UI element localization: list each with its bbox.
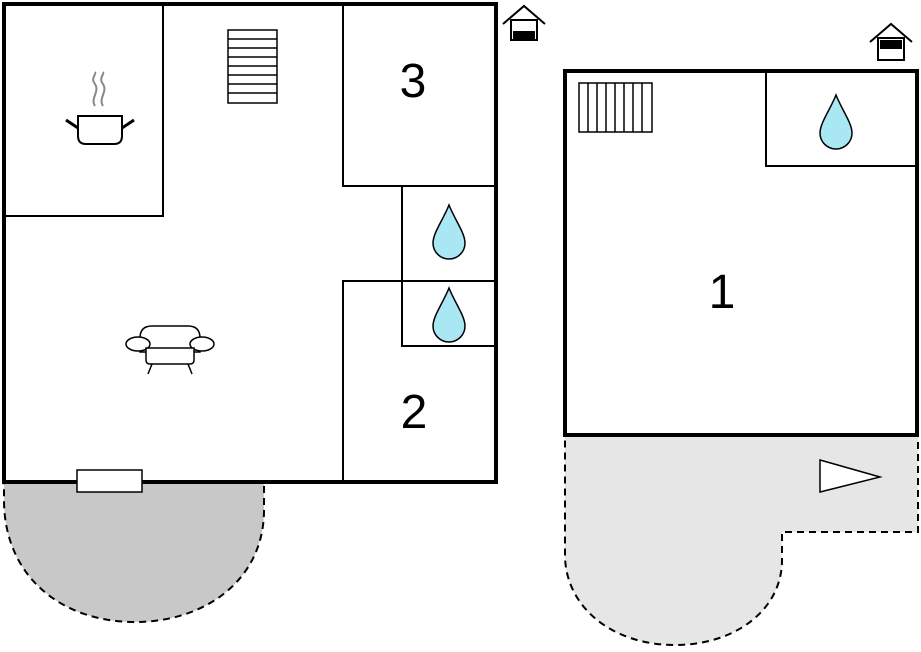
kitchen-wall [4,4,164,217]
direction-arrow-icon [819,459,883,493]
balcony [564,434,919,647]
terrace [3,481,265,624]
upper-bathroom-wall [765,71,915,167]
ground-floor-outer-wall [2,2,498,484]
cooking-pot-icon [65,71,135,145]
stairs-icon [227,29,278,104]
stairs-icon [578,82,653,133]
house-upper-floor-icon [869,22,913,61]
water-drop-icon [819,92,853,150]
water-drop-icon [432,285,466,343]
bathroom-walls [401,186,494,347]
room-number-1: 1 [709,266,736,319]
room-number-2: 2 [401,386,428,439]
ground-floor: 3 2 [2,2,546,624]
bedroom-2-wall [342,280,402,482]
water-drop-icon [432,202,466,260]
bedroom-3-wall [342,4,494,187]
entrance-door [76,469,143,493]
upper-floor: 1 [563,22,919,647]
room-number-3: 3 [400,55,427,108]
house-ground-floor-icon [502,4,546,41]
upper-floor-outer-wall [563,69,919,437]
armchair-icon [125,325,215,375]
